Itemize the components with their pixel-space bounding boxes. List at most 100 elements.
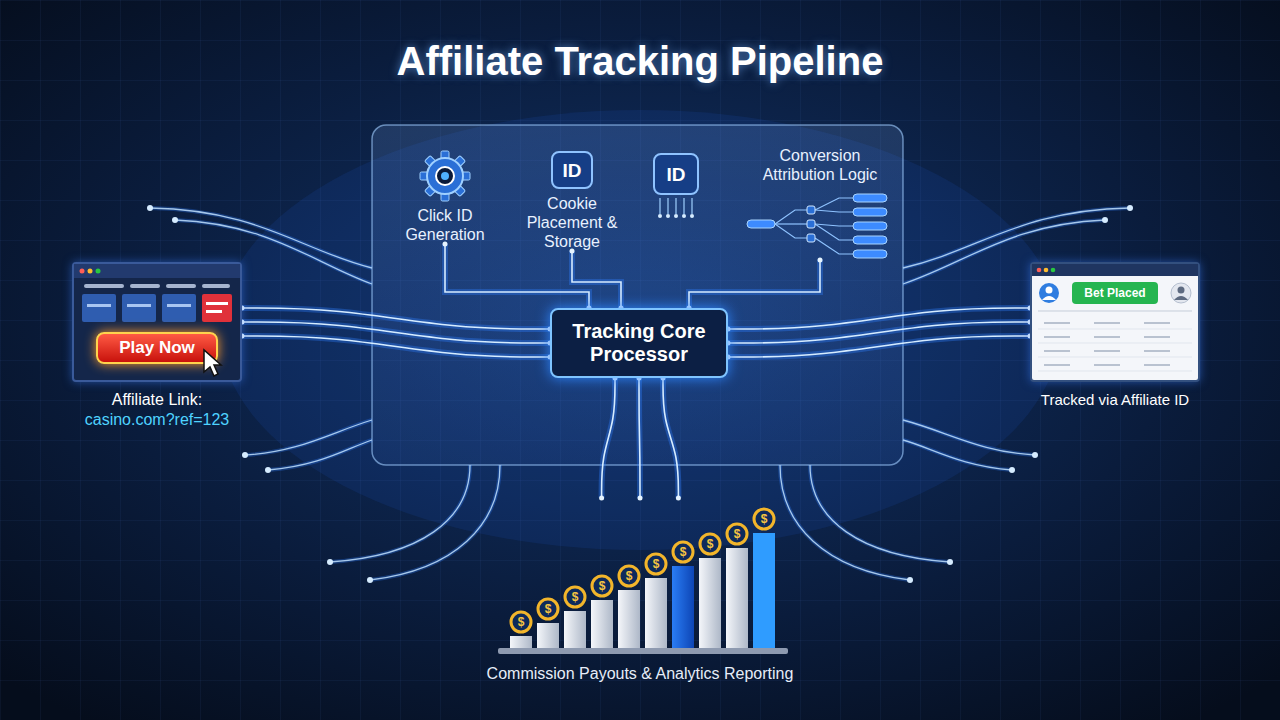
connector-line: [728, 322, 1030, 343]
chart-bar: [753, 533, 775, 648]
table-row-line: [1038, 371, 1192, 372]
coin: [646, 554, 666, 574]
connector-glow: [728, 308, 1030, 329]
page-block: [122, 294, 156, 322]
tree-link: [775, 223, 807, 224]
node-text: Bet Placed: [1072, 282, 1158, 304]
node-text: Tracked via Affiliate ID: [1002, 390, 1228, 409]
connector-glow: [242, 336, 550, 357]
menu-bar: [202, 284, 230, 288]
table-cell-line: [1044, 364, 1070, 366]
diagram-title: Affiliate Tracking Pipeline: [0, 38, 1280, 84]
decor-dot: [1009, 467, 1015, 473]
coin-symbol: $: [734, 528, 741, 540]
table-cell-line: [1144, 364, 1170, 366]
tree-link: [775, 224, 807, 238]
process-step: Conversion Attribution Logic: [745, 146, 895, 260]
decor-dot: [947, 559, 953, 565]
decor-line: [150, 208, 372, 268]
connector-dot: [599, 496, 604, 501]
connector-dot: [676, 496, 681, 501]
coin-symbol: $: [653, 558, 660, 570]
gear-hub: [441, 172, 449, 180]
chart-bar: [591, 600, 613, 648]
chart-bar: [618, 590, 640, 648]
table-row-line: [1038, 357, 1192, 358]
table-cell-line: [1044, 322, 1070, 324]
coin-symbol: $: [572, 591, 579, 603]
decor-line-glow: [370, 465, 500, 580]
decor-line-glow: [903, 420, 1035, 455]
connector: [570, 249, 624, 311]
coin-symbol: $: [680, 546, 687, 558]
decor-line-glow: [150, 208, 372, 268]
connector-line: [728, 308, 1030, 329]
connector-line: [445, 244, 589, 308]
play-now-button: Play Now: [96, 332, 218, 364]
tree-link: [815, 210, 853, 212]
page-block: [162, 294, 196, 322]
page-line: [127, 304, 151, 307]
id-card: [552, 152, 592, 188]
table-cell-line: [1144, 322, 1170, 324]
gear-body: [427, 158, 463, 194]
decor-line: [810, 465, 950, 562]
coin-symbol: $: [518, 616, 525, 628]
page-line: [206, 302, 228, 305]
circuit-dot: [666, 214, 670, 218]
chart-bar: [699, 558, 721, 648]
tree-leaf: [853, 222, 887, 230]
decor-dot: [1127, 205, 1133, 211]
table-cell-line: [1044, 336, 1070, 338]
caption-group: Tracked via Affiliate ID: [1002, 390, 1228, 409]
browser-window: Affiliate Link:casino.com?ref=123Play No…: [72, 262, 242, 382]
decor-line: [370, 465, 500, 580]
table-cell-line: [1094, 350, 1120, 352]
connector-glow: [639, 378, 640, 498]
center-glow: [220, 110, 1060, 550]
node-text: Cookie Placement & Storage: [510, 194, 634, 251]
window-dot: [1051, 268, 1056, 273]
coin: [754, 509, 774, 529]
menu-bar: [130, 284, 160, 288]
tree-junction: [807, 206, 815, 214]
decor-line: [330, 465, 470, 562]
avatar-head: [1178, 287, 1185, 294]
connector-dot: [638, 496, 643, 501]
node-text: Affiliate Link:: [44, 390, 270, 410]
coin-symbol: $: [545, 603, 552, 615]
node-text: casino.com?ref=123: [44, 410, 270, 430]
decor-dot: [242, 452, 248, 458]
decor-line-glow: [330, 465, 470, 562]
connector: [599, 376, 681, 501]
attribution-tree: [745, 188, 895, 260]
chart-area: [470, 498, 810, 664]
user-avatar: [1039, 283, 1059, 303]
core-processor: Tracking Core Processor: [550, 308, 728, 378]
user-avatar: [1171, 283, 1191, 303]
decor-dot: [327, 559, 333, 565]
decor-line: [268, 440, 372, 470]
browser-header: [74, 264, 240, 278]
node-text: Play Now: [98, 334, 216, 362]
tree-link: [815, 224, 853, 240]
menu-bar: [84, 284, 124, 288]
circuit-dot: [682, 214, 686, 218]
decor-line-glow: [780, 465, 910, 580]
page-block: [82, 294, 116, 322]
window-dot: [1044, 268, 1049, 273]
tree-leaf: [853, 194, 887, 202]
coin: [592, 576, 612, 596]
decor-line-glow: [810, 465, 950, 562]
coin-symbol: $: [626, 570, 633, 582]
connector-line: [663, 378, 678, 498]
table-cell-line: [1044, 350, 1070, 352]
gear-icon: [415, 148, 475, 204]
connector-line: [689, 260, 820, 308]
coin-symbol: $: [707, 538, 714, 550]
page-block-red: [202, 294, 232, 322]
table-row-line: [1038, 343, 1192, 344]
decor-dot: [1102, 217, 1108, 223]
tree-leaf: [853, 236, 887, 244]
